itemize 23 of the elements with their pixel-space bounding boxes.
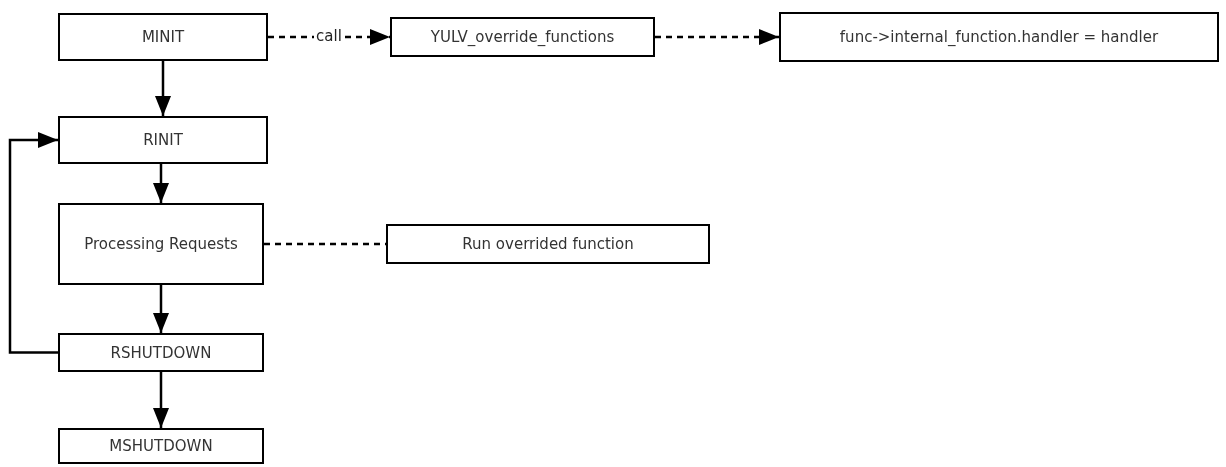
arrow bbox=[153, 164, 169, 203]
arrow bbox=[655, 29, 779, 45]
process-box bbox=[58, 203, 264, 285]
box-label: YULV_override_functions bbox=[429, 28, 616, 46]
box-label: RINIT bbox=[142, 131, 184, 149]
process-box bbox=[58, 333, 264, 372]
process-box bbox=[779, 12, 1219, 62]
box-label: func->internal_function.handler = handler bbox=[838, 28, 1160, 46]
box-label: Run overrided function bbox=[461, 235, 635, 253]
process-box bbox=[58, 13, 268, 61]
arrow bbox=[155, 61, 171, 116]
process-box bbox=[58, 116, 268, 164]
process-box bbox=[390, 17, 655, 57]
process-box bbox=[58, 428, 264, 464]
process-box bbox=[386, 224, 710, 264]
box-label: Processing Requests bbox=[83, 235, 239, 253]
arrow bbox=[153, 285, 169, 333]
box-label: MSHUTDOWN bbox=[108, 437, 214, 455]
arrow bbox=[8, 132, 58, 354]
arrow bbox=[153, 372, 169, 428]
arrow bbox=[268, 29, 390, 45]
box-label: MINIT bbox=[140, 28, 186, 46]
box-label: RSHUTDOWN bbox=[109, 343, 213, 362]
